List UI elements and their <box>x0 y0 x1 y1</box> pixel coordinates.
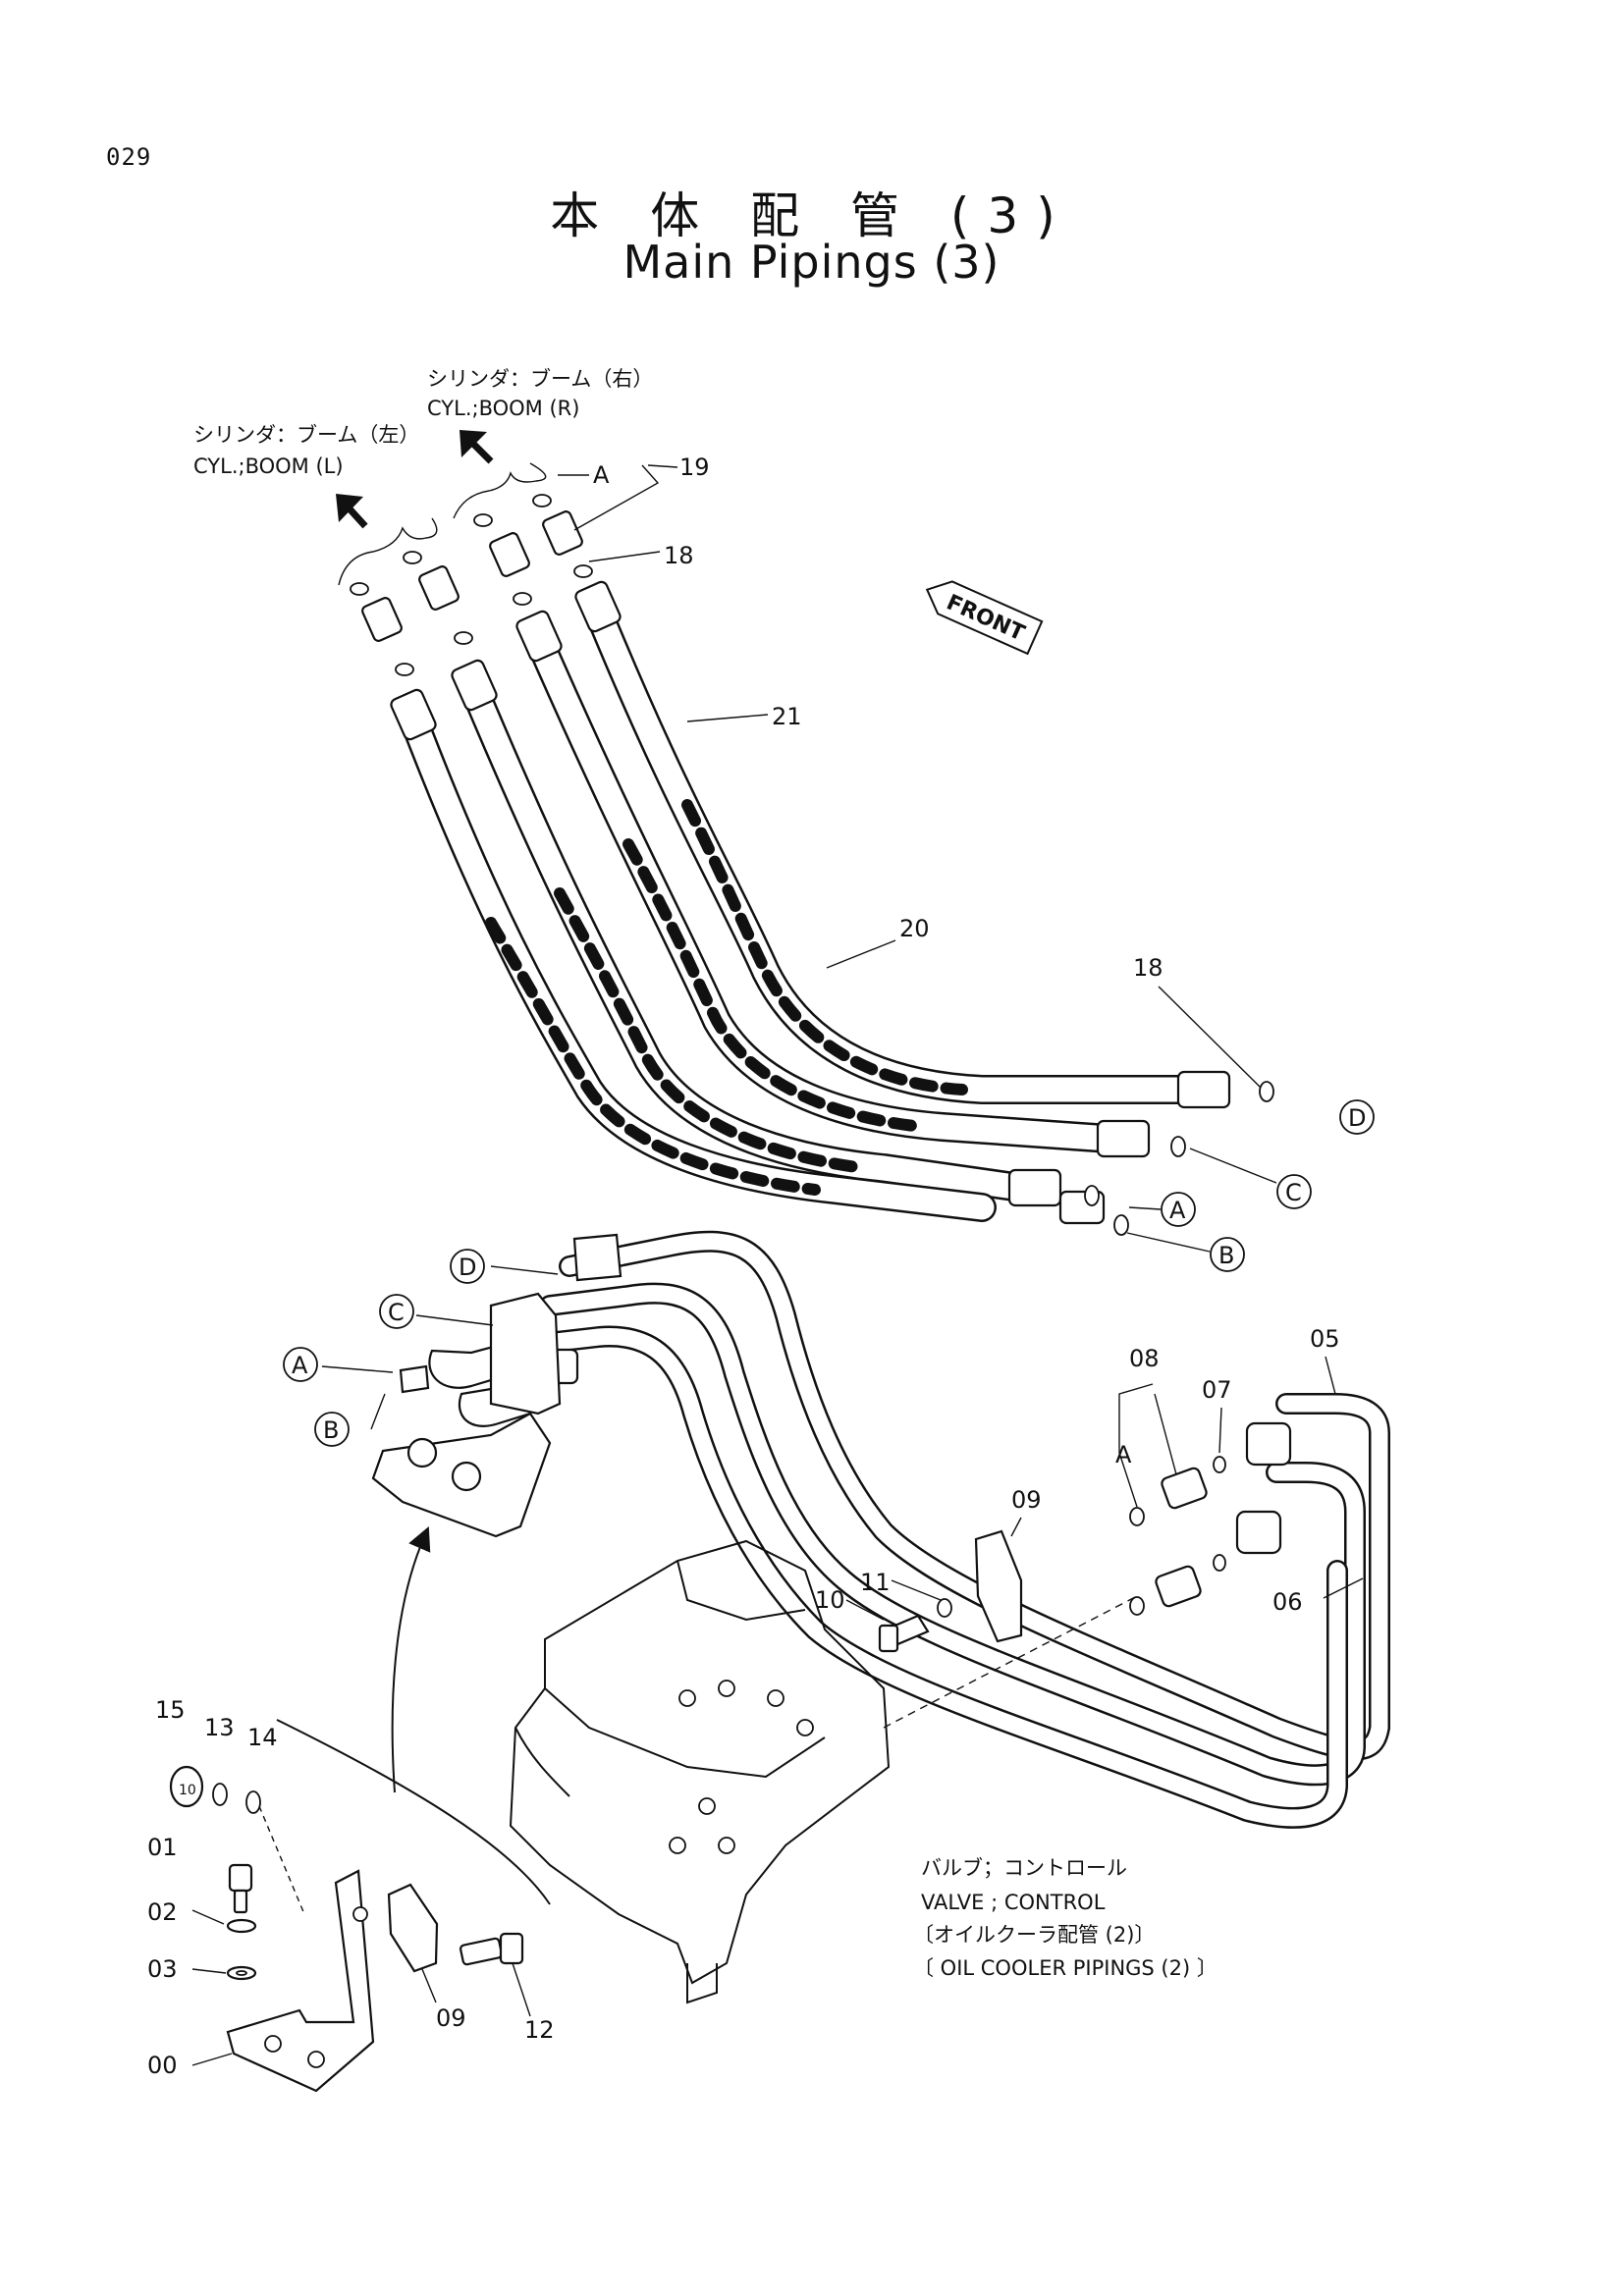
svg-text:A: A <box>292 1352 308 1379</box>
svg-text:D: D <box>1348 1104 1366 1132</box>
note-valve-jp: バルブ；コントロール <box>921 1856 1127 1880</box>
callout-14: 14 <box>247 1724 278 1751</box>
callout-13: 13 <box>204 1714 235 1741</box>
note-boom-r-en: CYL.;BOOM (R) <box>427 397 579 420</box>
callout-00: 00 <box>147 2052 178 2079</box>
marker-c-left: C <box>379 1294 414 1329</box>
arrow-up-icon <box>336 494 368 529</box>
note-boom-r-jp: シリンダ：ブーム（右） <box>427 367 653 391</box>
note-oil-cooler-en: 〔 OIL COOLER PIPINGS (2) 〕 <box>913 1956 1217 1980</box>
marker-d-right: D <box>1339 1099 1375 1135</box>
marker-d-left: D <box>450 1249 485 1284</box>
marker-b-left: B <box>314 1412 350 1447</box>
leader-lines <box>191 464 1364 2066</box>
callout-20: 20 <box>899 915 930 942</box>
marker-b-right: B <box>1210 1237 1245 1272</box>
svg-text:A: A <box>1169 1197 1186 1224</box>
control-valve <box>509 1539 1140 2004</box>
marker-a-right: A <box>1161 1192 1196 1227</box>
callout-a-right: A <box>1115 1441 1132 1468</box>
svg-text:10: 10 <box>179 1783 196 1798</box>
callout-03: 03 <box>147 1955 178 1983</box>
svg-text:C: C <box>1285 1179 1302 1206</box>
callout-08: 08 <box>1129 1345 1160 1372</box>
callout-15: 15 <box>155 1696 186 1724</box>
note-valve-en: VALVE ; CONTROL <box>921 1891 1106 1914</box>
title-english: Main Pipings (3) <box>622 236 1001 289</box>
marker-a-left: A <box>283 1347 318 1382</box>
callout-01: 01 <box>147 1834 178 1861</box>
note-boom-l-en: CYL.;BOOM (L) <box>193 454 344 478</box>
callout-18-right: 18 <box>1133 954 1163 982</box>
callout-06: 06 <box>1272 1588 1303 1616</box>
callout-02: 02 <box>147 1898 178 1926</box>
callout-09-bracket: 09 <box>436 2004 466 2032</box>
callout-05: 05 <box>1310 1325 1340 1353</box>
svg-text:B: B <box>323 1416 339 1444</box>
marker-c-right: C <box>1276 1174 1312 1209</box>
hose-assembly <box>350 494 1274 1236</box>
callout-07: 07 <box>1202 1376 1232 1404</box>
svg-text:B: B <box>1218 1242 1234 1269</box>
callout-18-top: 18 <box>664 542 694 569</box>
callout-12: 12 <box>524 2016 555 2044</box>
callout-10: 10 <box>815 1586 845 1614</box>
brace-boom-r <box>453 462 547 519</box>
arrow-up-icon <box>460 430 494 464</box>
front-arrow-icon: FRONT <box>925 580 1044 656</box>
callout-11: 11 <box>860 1569 891 1596</box>
callout-09-pipe: 09 <box>1011 1486 1042 1514</box>
svg-text:C: C <box>388 1299 405 1326</box>
title-japanese: 本 体 配 管 (3) <box>550 187 1073 244</box>
callout-19: 19 <box>679 454 710 481</box>
pipe-assembly <box>371 1230 1390 1829</box>
brace-boom-l <box>338 517 438 586</box>
note-boom-l-jp: シリンダ：ブーム（左） <box>193 423 419 447</box>
bracket-details: 10 <box>169 1525 551 2093</box>
callout-a-top: A <box>593 461 610 489</box>
page-number: 029 <box>106 143 152 171</box>
svg-text:D: D <box>459 1254 476 1281</box>
callout-21: 21 <box>772 703 802 730</box>
note-oil-cooler-jp: 〔オイルクーラ配管 (2)〕 <box>913 1923 1155 1947</box>
